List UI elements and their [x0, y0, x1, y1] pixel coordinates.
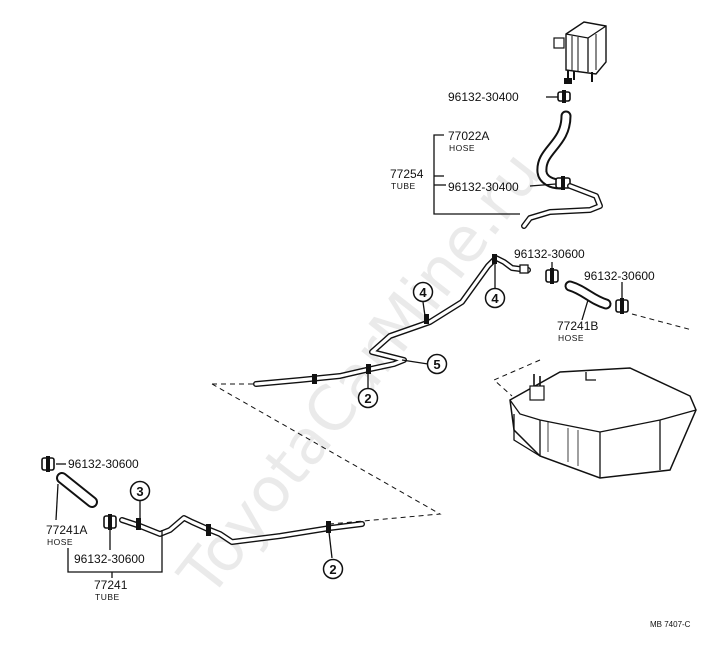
part-label-tube-77254: 77254: [390, 167, 424, 181]
callout-2-b: 2: [322, 531, 344, 580]
part-label-clamp-left-bottom: 96132-30600: [74, 552, 145, 566]
fuel-tank: [509, 367, 697, 479]
callout-5: 5: [401, 353, 448, 375]
part-label-clamp-right-b: 96132-30600: [584, 269, 655, 283]
part-label-tube-77241: 77241: [94, 578, 128, 592]
callout-3: 3: [129, 480, 151, 518]
part-sub-hose-77022a: HOSE: [449, 143, 475, 153]
svg-text:2: 2: [329, 562, 336, 577]
callout-4-b: 4: [484, 264, 506, 309]
svg-text:3: 3: [136, 484, 143, 499]
charcoal-canister: [553, 21, 607, 84]
part-label-hose-77022a: 77022A: [448, 129, 489, 143]
part-sub-tube-77241: TUBE: [95, 592, 120, 602]
part-label-hose-77241b: 77241B: [557, 319, 598, 333]
part-sub-tube-77254: TUBE: [391, 181, 416, 191]
clamp-left-top-icon: [41, 456, 55, 472]
clamp-right-b-icon: [615, 298, 629, 314]
part-label-clamp-left-top: 96132-30600: [68, 457, 139, 471]
part-sub-hose-77241a: HOSE: [47, 537, 73, 547]
part-label-clamp-top: 96132-30400: [448, 90, 519, 104]
clamp-top-icon: [557, 90, 571, 103]
svg-text:5: 5: [433, 357, 440, 372]
part-sub-hose-77241b: HOSE: [558, 333, 584, 343]
svg-text:2: 2: [364, 391, 371, 406]
clamp-left-bottom-icon: [103, 514, 117, 530]
callout-4-a: 4: [412, 281, 434, 317]
part-label-clamp-right-a: 96132-30600: [514, 247, 585, 261]
clamp-right-a-icon: [545, 268, 559, 284]
svg-text:4: 4: [419, 285, 427, 300]
part-label-clamp-mid: 96132-30400: [448, 180, 519, 194]
svg-text:4: 4: [491, 291, 499, 306]
callout-2-a: 2: [357, 374, 379, 409]
drawing-code: MB 7407-C: [650, 620, 691, 629]
part-label-hose-77241a: 77241A: [46, 523, 87, 537]
